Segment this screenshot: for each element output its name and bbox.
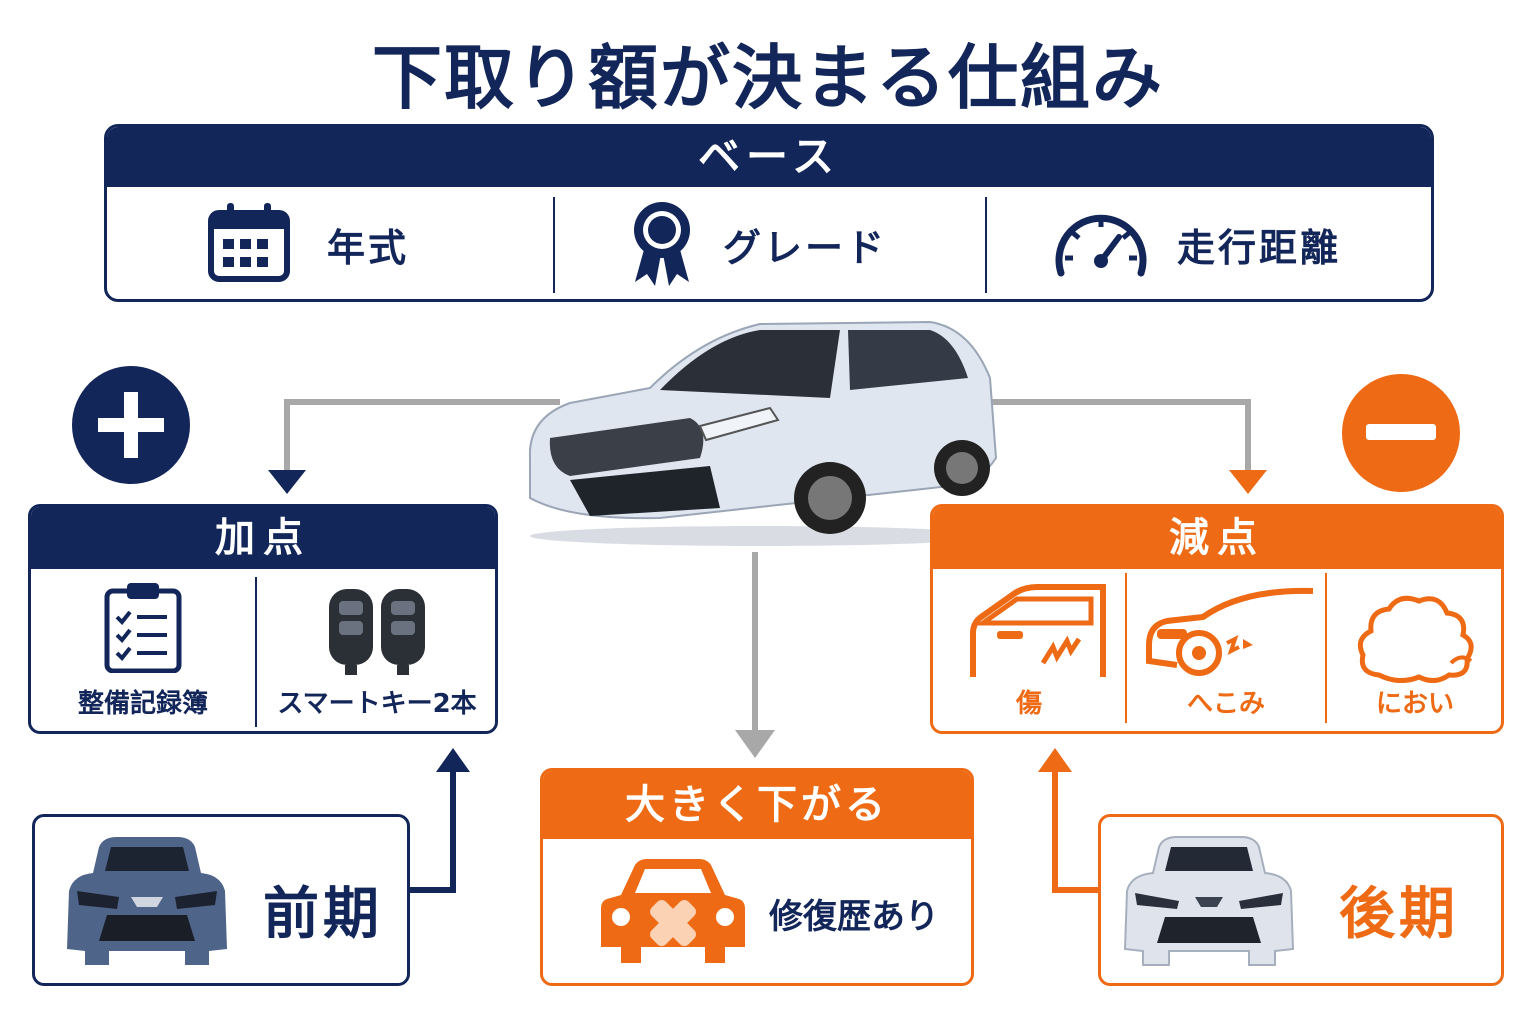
early-model-label: 前期 [263, 882, 383, 947]
minus-header: 減点 [933, 507, 1501, 569]
plus-divider [255, 577, 257, 727]
big-drop-header: 大きく下がる [543, 771, 971, 839]
plus-item-smartkey-label: スマートキー2本 [277, 689, 477, 719]
award-ribbon-icon [627, 198, 697, 292]
late-model-box: 後期 [1098, 814, 1504, 986]
big-drop-label: 修復歴あり [769, 897, 939, 937]
late-model-label: 後期 [1339, 882, 1459, 947]
clipboard-checklist-icon [103, 581, 183, 677]
big-drop-panel: 大きく下がる 修復歴あり [540, 768, 974, 986]
repaired-car-icon [599, 855, 747, 971]
plus-icon [72, 366, 190, 484]
base-item-mileage: 走行距離 [1051, 187, 1342, 299]
plus-header: 加点 [31, 507, 495, 569]
speedometer-icon [1051, 203, 1151, 287]
base-item-grade-label: グレード [723, 226, 888, 270]
base-header: ベース [107, 127, 1431, 187]
minus-divider [1325, 573, 1327, 723]
minus-item-scratch-label: 傷 [1015, 689, 1042, 719]
calendar-icon [207, 201, 291, 289]
main-car-image [510, 308, 1000, 552]
minus-item-dent-label: へこみ [1186, 689, 1265, 719]
base-item-grade: グレード [627, 187, 888, 299]
scratched-door-icon [967, 583, 1107, 683]
smell-cloud-icon [1355, 593, 1479, 687]
late-model-car-image [1117, 831, 1301, 975]
base-item-mileage-label: 走行距離 [1177, 226, 1342, 270]
early-model-car-image [59, 831, 235, 975]
base-item-year-label: 年式 [327, 226, 410, 270]
minus-item-smell-label: におい [1375, 689, 1454, 719]
smart-key-icon [323, 583, 433, 683]
base-item-year: 年式 [207, 187, 410, 299]
early-model-box: 前期 [32, 814, 410, 986]
minus-icon [1342, 374, 1460, 492]
plus-panel: 加点 整備記録簿 スマートキー2本 [28, 504, 498, 734]
page-title: 下取り額が決まる仕組み [372, 37, 1164, 119]
base-divider [985, 197, 987, 293]
minus-divider [1125, 573, 1127, 723]
minus-panel: 減点 傷 へこみ におい [930, 504, 1504, 734]
dented-car-icon [1143, 585, 1319, 685]
plus-item-maintenance-label: 整備記録簿 [77, 689, 208, 719]
base-divider [553, 197, 555, 293]
base-panel: ベース 年式 [104, 124, 1434, 302]
